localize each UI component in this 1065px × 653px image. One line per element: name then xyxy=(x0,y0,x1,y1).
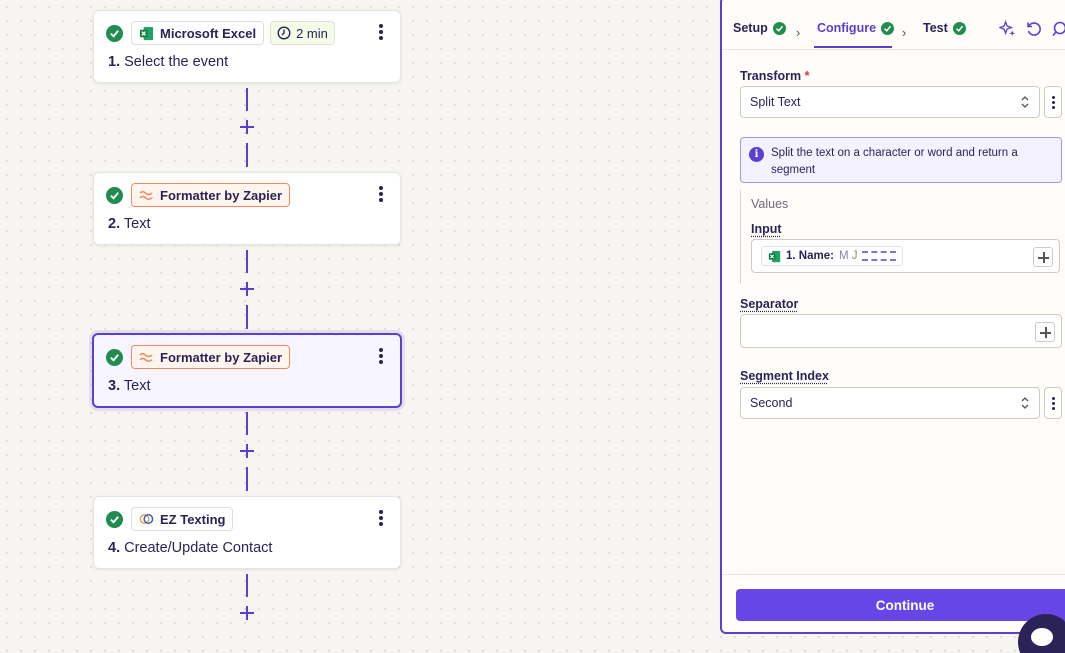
pill-value: M J xyxy=(838,250,858,262)
panel-toolbar xyxy=(998,19,1065,42)
separator-label: Separator xyxy=(740,297,799,311)
segment-index-select[interactable]: Second xyxy=(740,387,1040,419)
connector-line xyxy=(246,250,248,273)
connector-line xyxy=(246,143,248,167)
separator-input[interactable] xyxy=(740,314,1062,348)
success-check-icon xyxy=(106,348,123,366)
sort-arrows-icon xyxy=(1021,96,1029,108)
step-title: 4. Create/Update Contact xyxy=(108,540,273,556)
excel-icon xyxy=(139,26,154,40)
undo-icon[interactable] xyxy=(1026,21,1042,42)
formatter-icon xyxy=(139,190,153,200)
tab-setup[interactable]: Setup xyxy=(733,21,788,35)
step-card-1[interactable]: Microsoft Excel 2 min 1. Select the even… xyxy=(93,10,401,83)
ai-sparkle-icon[interactable] xyxy=(998,19,1016,42)
step-menu-button[interactable] xyxy=(378,186,384,202)
excel-icon xyxy=(768,250,781,262)
ez-texting-icon xyxy=(139,514,154,524)
panel-footer: Continue xyxy=(722,574,1065,634)
insert-data-button[interactable] xyxy=(1033,247,1053,267)
transform-options-button[interactable] xyxy=(1044,86,1062,118)
transform-select[interactable]: Split Text xyxy=(740,86,1040,118)
input-label: Input xyxy=(751,222,782,236)
success-check-icon xyxy=(881,21,895,35)
mapped-field-pill[interactable]: 1. Name: M J xyxy=(761,246,904,266)
app-chip-formatter: Formatter by Zapier xyxy=(131,345,291,369)
step-title: 3. Text xyxy=(108,378,151,394)
add-step-button[interactable] xyxy=(239,443,255,459)
info-callout: i Split the text on a character or word … xyxy=(740,137,1062,183)
redacted-text xyxy=(862,251,897,261)
step-editor-panel: Setup › Configure › Test Transform * xyxy=(720,0,1065,634)
tab-configure[interactable]: Configure xyxy=(817,21,896,35)
success-check-icon xyxy=(952,21,966,35)
step-card-4[interactable]: EZ Texting 4. Create/Update Contact xyxy=(93,496,401,569)
success-check-icon xyxy=(106,24,123,42)
connector-line xyxy=(246,574,248,597)
step-menu-button[interactable] xyxy=(378,348,384,364)
chat-support-icon[interactable] xyxy=(1018,614,1065,653)
transform-label: Transform * xyxy=(740,69,810,83)
app-chip-formatter: Formatter by Zapier xyxy=(131,183,291,207)
insert-data-button[interactable] xyxy=(1035,322,1055,342)
app-name: EZ Texting xyxy=(160,511,226,527)
step-title: 1. Select the event xyxy=(108,54,229,70)
chevron-right-icon: › xyxy=(902,25,907,40)
app-chip-excel: Microsoft Excel xyxy=(131,21,265,45)
active-tab-indicator xyxy=(814,46,892,48)
sort-arrows-icon xyxy=(1021,397,1029,409)
input-field[interactable]: 1. Name: M J xyxy=(751,239,1060,273)
connector-line xyxy=(246,305,248,329)
tab-test[interactable]: Test xyxy=(923,21,968,35)
add-step-button[interactable] xyxy=(239,119,255,135)
step-card-2[interactable]: Formatter by Zapier 2. Text xyxy=(93,172,401,245)
app-name: Formatter by Zapier xyxy=(160,187,283,203)
step-menu-button[interactable] xyxy=(378,24,384,40)
chevron-right-icon: › xyxy=(796,25,801,40)
values-group: Values Input 1. Name: M J xyxy=(740,190,1062,284)
success-check-icon xyxy=(772,21,786,35)
add-step-button[interactable] xyxy=(239,281,255,297)
connector-line xyxy=(246,412,248,435)
app-name: Microsoft Excel xyxy=(160,25,257,41)
values-title: Values xyxy=(751,197,789,211)
pill-label: 1. Name: xyxy=(786,250,834,262)
editor-tabs: Setup › Configure › Test xyxy=(722,16,1065,50)
formatter-icon xyxy=(139,352,153,362)
app-chip-ez-texting: EZ Texting xyxy=(131,507,234,531)
app-name: Formatter by Zapier xyxy=(160,349,283,365)
success-check-icon xyxy=(106,510,123,528)
clock-icon xyxy=(277,26,291,40)
segment-options-button[interactable] xyxy=(1044,387,1062,419)
connector-line xyxy=(246,88,248,111)
time-badge-label: 2 min xyxy=(296,25,328,41)
info-icon: i xyxy=(749,147,764,162)
add-step-button[interactable] xyxy=(239,605,255,621)
step-menu-button[interactable] xyxy=(378,510,384,526)
success-check-icon xyxy=(106,186,123,204)
segment-index-label: Segment Index xyxy=(740,369,829,383)
step-card-3[interactable]: Formatter by Zapier 3. Text xyxy=(92,333,402,408)
continue-button[interactable]: Continue xyxy=(736,589,1065,621)
time-badge: 2 min xyxy=(270,21,335,45)
step-title: 2. Text xyxy=(108,216,151,232)
search-icon[interactable] xyxy=(1052,21,1065,42)
connector-line xyxy=(246,467,248,491)
